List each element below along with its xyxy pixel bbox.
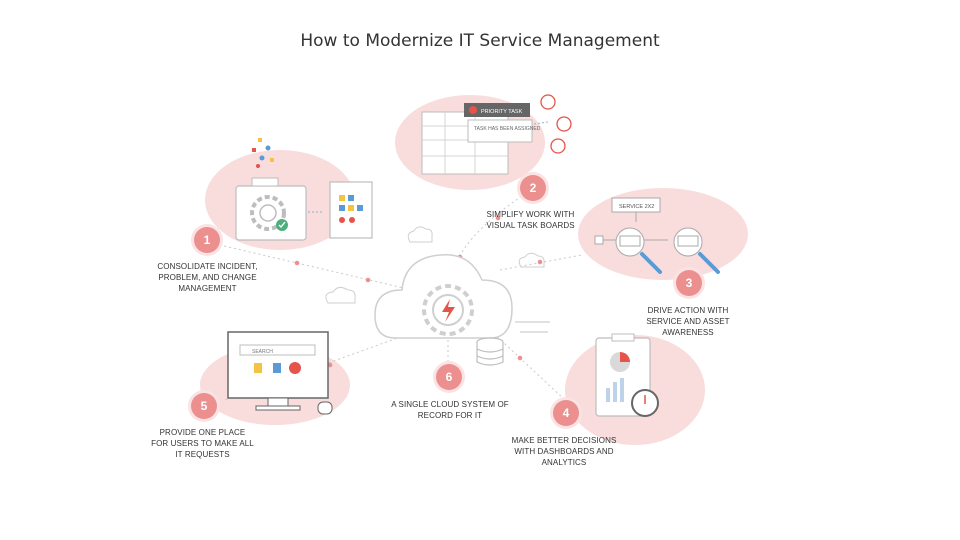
arrow-right-icon: [533, 121, 549, 125]
cloud-icon: [374, 253, 550, 339]
step-badge-3: 3: [676, 270, 702, 296]
monitor-icon: [227, 331, 333, 415]
step-badge-4: 4: [553, 400, 579, 426]
scattered-shapes-icon: [252, 138, 274, 168]
service-sign-text: SERVICE 2X2: [619, 204, 654, 210]
step-label-6: A SINGLE CLOUD SYSTEM OF RECORD FOR IT: [391, 400, 509, 420]
gear-machine-icon: [235, 177, 307, 241]
step-label-5: PROVIDE ONE PLACE FOR USERS TO MAKE ALL …: [151, 428, 254, 459]
small-clouds: [325, 226, 545, 304]
database-icon: [476, 337, 504, 366]
service-network-icon: [594, 197, 703, 257]
step-label-4: MAKE BETTER DECISIONS WITH DASHBOARDS AN…: [511, 436, 617, 467]
step-label-3: DRIVE ACTION WITH SERVICE AND ASSET AWAR…: [646, 306, 730, 337]
step-badge-5: 5: [191, 393, 217, 419]
task-assigned-text: TASK HAS BEEN ASSIGNED: [474, 126, 541, 132]
priority-task-text: PRIORITY TASK: [481, 109, 523, 115]
step-badge-6: 6: [436, 364, 462, 390]
document-grid-icon: [329, 181, 373, 239]
step-label-2: SIMPLIFY WORK WITH VISUAL TASK BOARDS: [486, 210, 575, 230]
task-board-icon: [421, 103, 533, 175]
magnifier-handles: [640, 252, 720, 274]
people-avatars-icon: [540, 94, 572, 154]
step-label-1: CONSOLIDATE INCIDENT, PROBLEM, AND CHANG…: [157, 262, 258, 293]
page-title: How to Modernize IT Service Management: [300, 31, 660, 51]
portal-search-text: SEARCH: [252, 349, 273, 355]
step-badge-2: 2: [520, 175, 546, 201]
step-badge-1: 1: [194, 227, 220, 253]
blob-step-3: [578, 188, 748, 280]
clipboard-dashboard-icon: [595, 333, 659, 417]
